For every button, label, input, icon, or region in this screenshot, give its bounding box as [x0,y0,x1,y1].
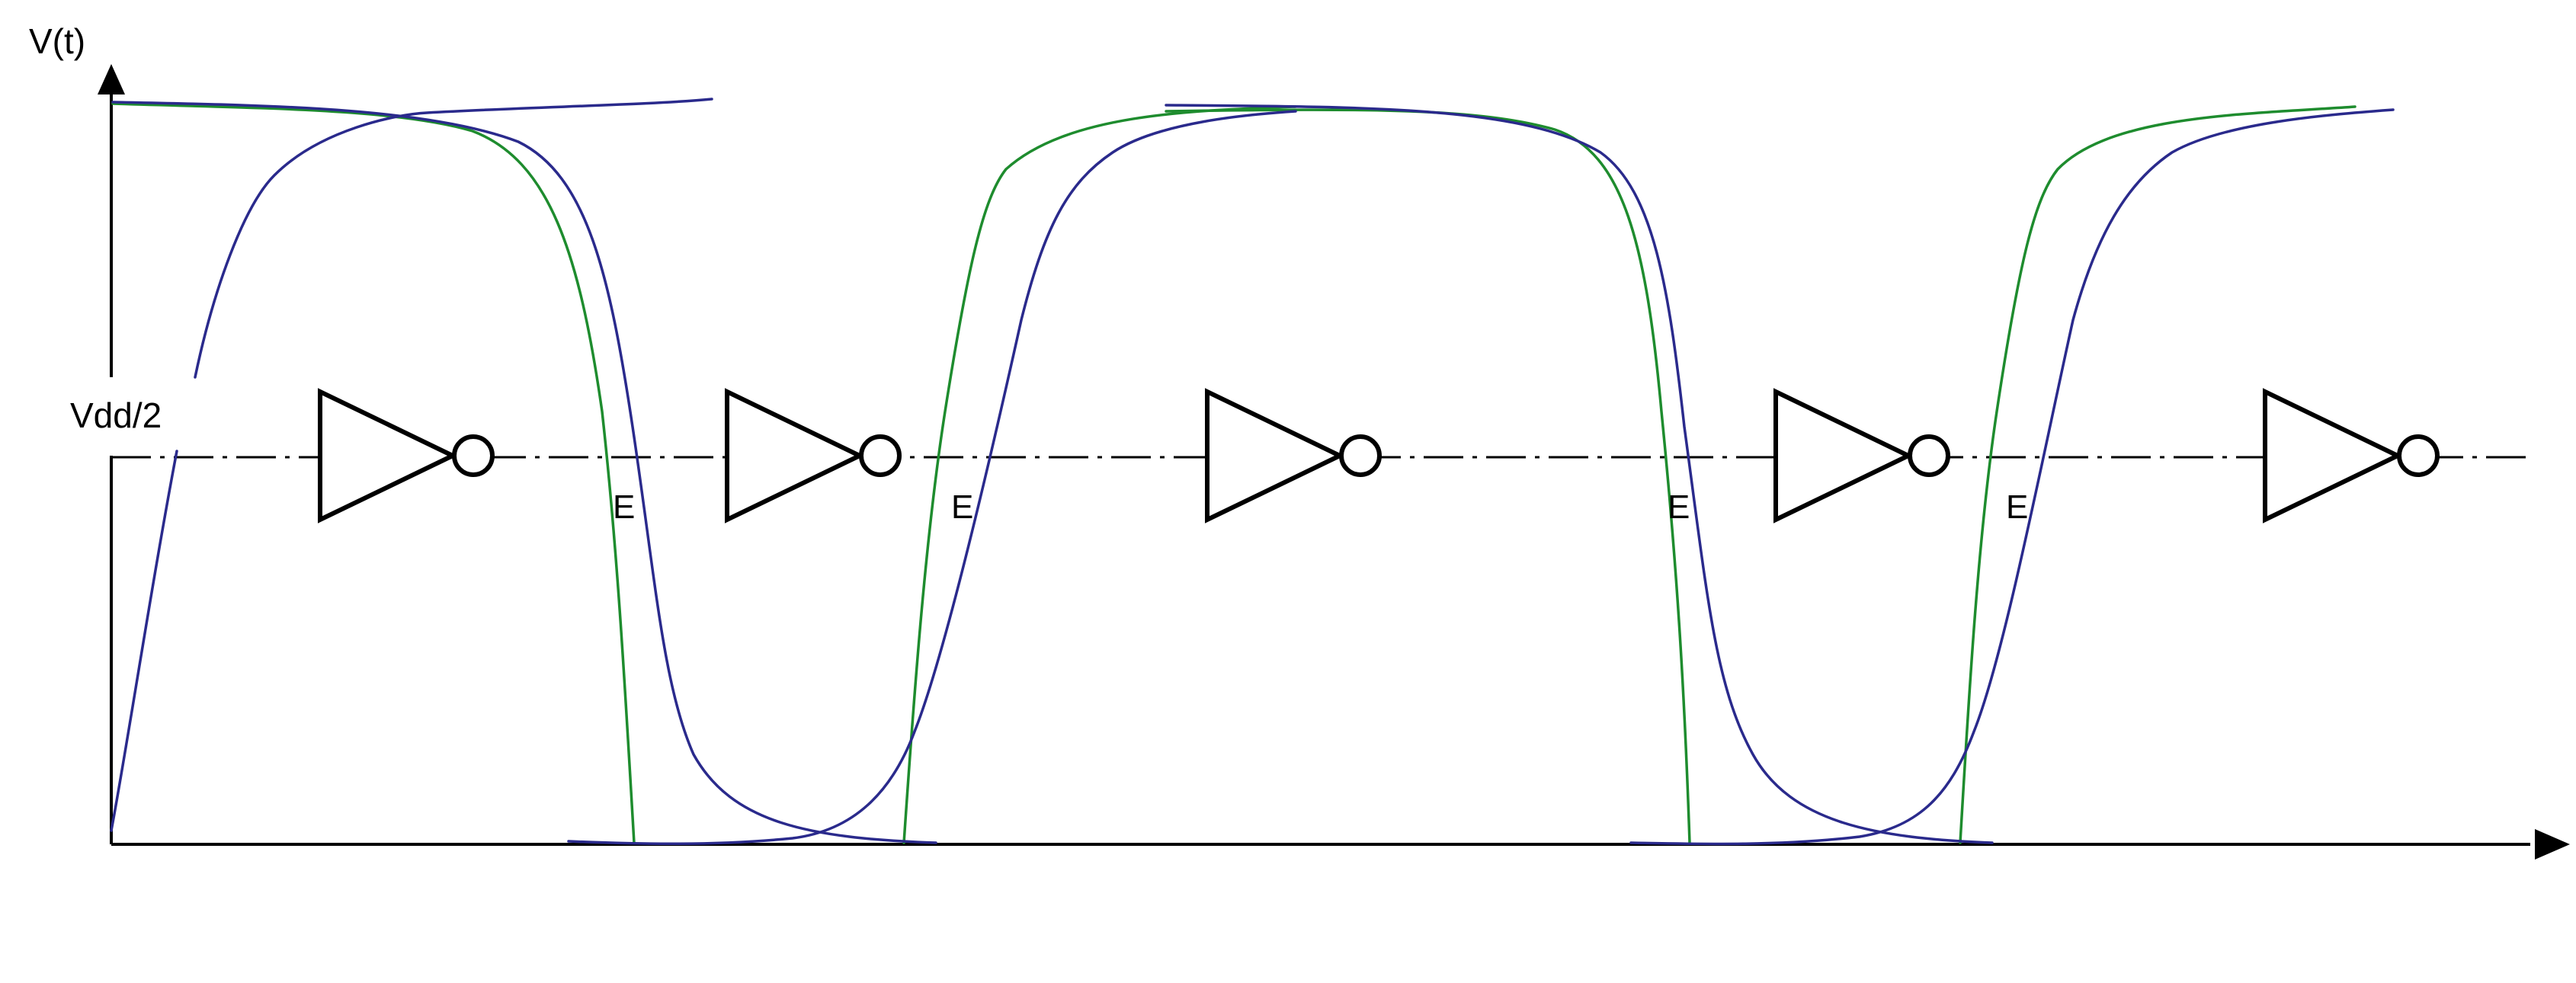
y-axis-arrowhead [98,64,125,94]
inverter-bubble [1908,434,1950,477]
inverter-gate-3 [1205,388,1382,524]
inverter-bubble [452,434,495,477]
x-axis-arrowhead [2535,829,2570,860]
crossing-label-4: E [2006,488,2028,526]
inverter-gate-1 [318,388,495,524]
inverter-triangle [318,388,458,524]
inverter-triangle [725,388,865,524]
inverter-bubble [1339,434,1382,477]
input-wave-stage-4 [1959,105,2357,844]
output-wave-stage-1-rise [194,98,713,379]
inverter-triangle [2263,388,2403,524]
output-wave-bottom-2 [1629,108,2395,846]
inverter-triangle [1773,388,1914,524]
inverter-bubble [859,434,902,477]
input-wave-stage-1 [111,102,636,844]
crossing-label-3: E [1668,488,1690,526]
crossing-label-2: E [951,488,973,526]
inverter-gate-2 [725,388,902,524]
reference-level-label: Vdd/2 [70,395,162,435]
y-axis-label: V(t) [29,21,85,61]
input-wave-stage-2 [902,105,1297,844]
output-wave-initial-rise [110,450,178,832]
inverter-gate-5 [2263,388,2440,524]
output-wave-bottom-1 [567,110,1297,846]
inverter-triangle [1205,388,1345,524]
inverter-bubble [2397,434,2440,477]
output-wave-stage-3-fall [1165,104,1994,844]
output-waveforms [110,98,2395,846]
output-wave-stage-1-fall [111,101,937,844]
inverter-gate-4 [1773,388,1950,524]
crossing-label-1: E [613,488,635,526]
